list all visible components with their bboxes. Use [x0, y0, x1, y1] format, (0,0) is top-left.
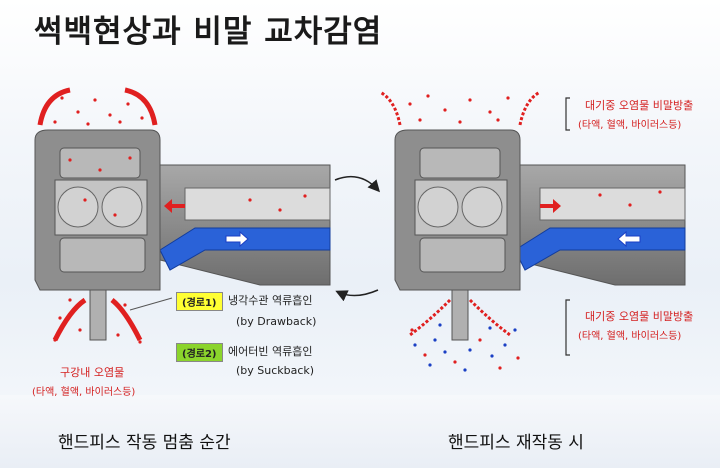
bottom-emission-label: 대기중 오염물 비말방출: [585, 310, 694, 323]
oral-contaminant-label: 구강내 오염물: [60, 366, 125, 379]
top-emission-sub: (타액, 혈액, 바이러스등): [578, 120, 682, 131]
left-handpiece: [34, 87, 331, 344]
path1-text: 냉각수관 역류흡인: [228, 294, 313, 307]
right-caption: 핸드피스 재작동 시: [448, 433, 584, 453]
left-caption: 핸드피스 작동 멈춤 순간: [58, 433, 231, 453]
background-floor: [0, 395, 720, 468]
top-emission-label: 대기중 오염물 비말방출: [585, 99, 694, 112]
path1-by: (by Drawback): [236, 315, 317, 328]
path2-text: 에어터빈 역류흡인: [228, 345, 313, 358]
right-handpiece: [379, 90, 686, 372]
oral-contaminant-sub: (타액, 혈액, 바이러스등): [32, 387, 136, 398]
page-title: 썩백현상과 비말 교차감염: [34, 14, 383, 50]
path2-tag: (경로2): [176, 343, 223, 362]
path1-tag: (경로1): [176, 292, 223, 311]
bottom-emission-sub: (타액, 혈액, 바이러스등): [578, 331, 682, 342]
path2-by: (by Suckback): [236, 364, 315, 377]
